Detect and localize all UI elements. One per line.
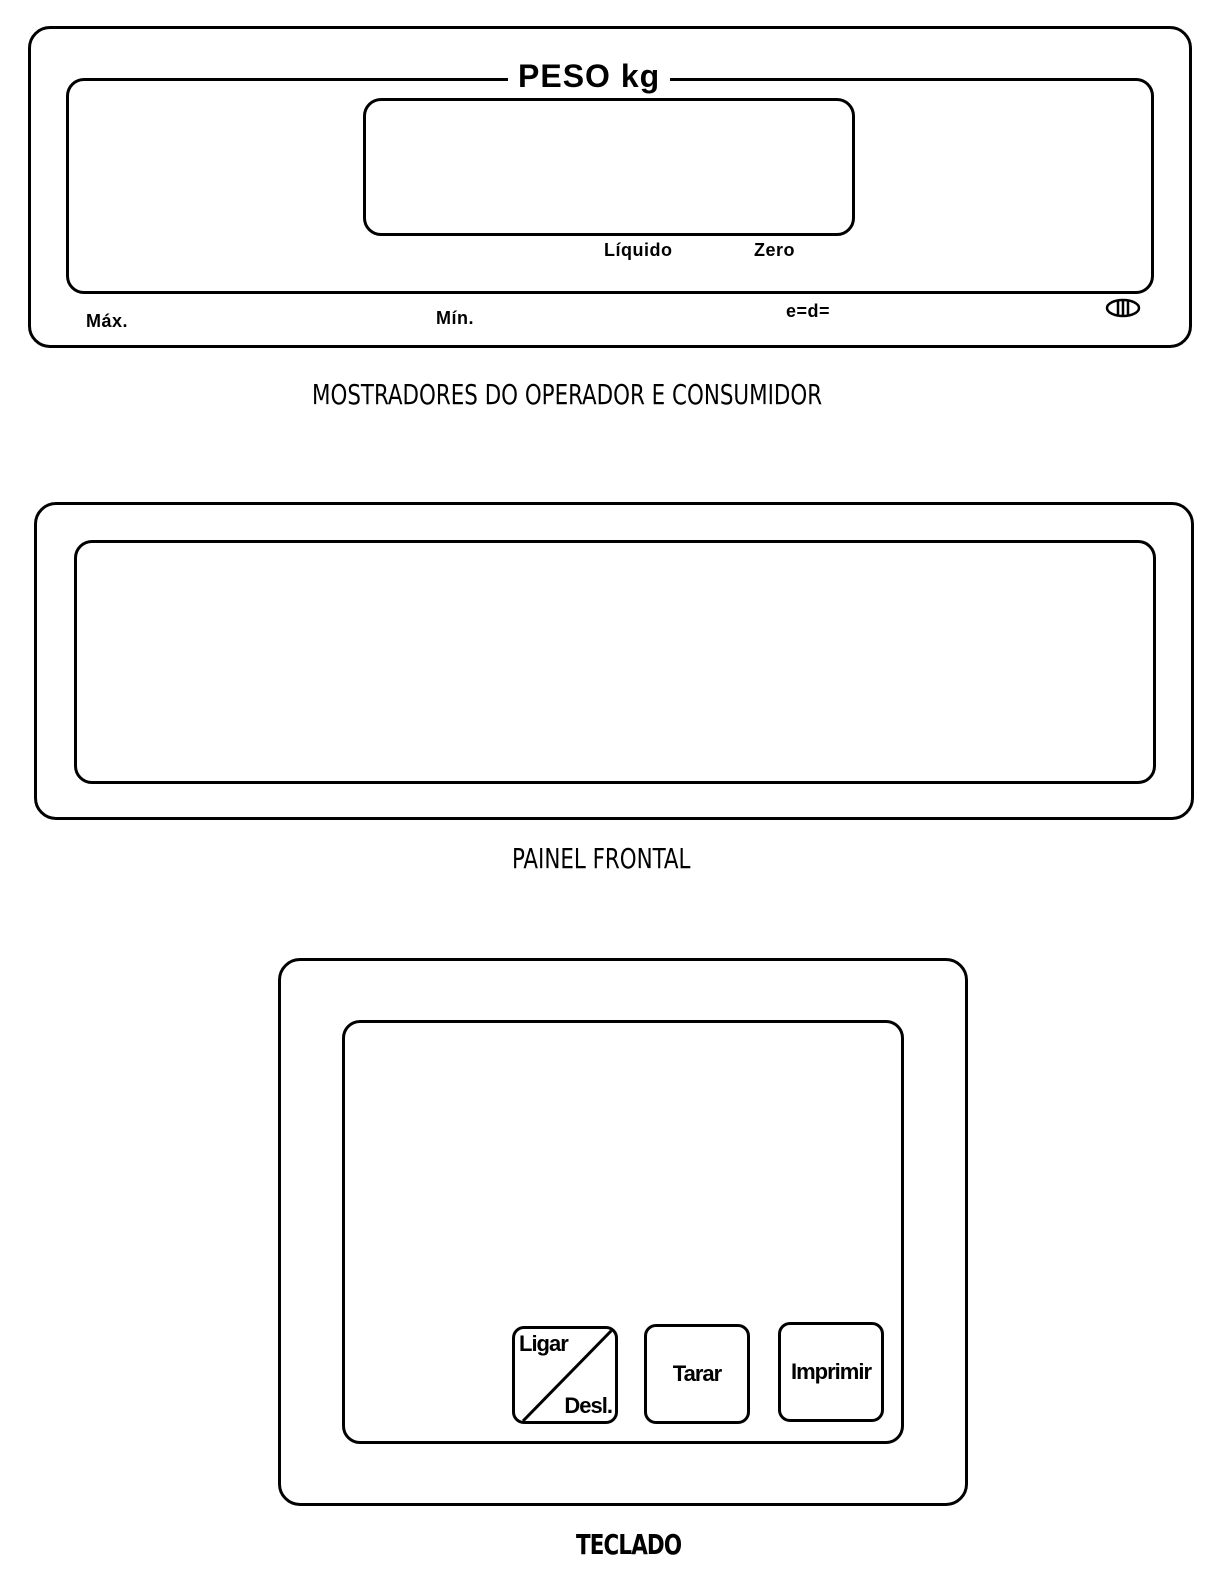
print-button[interactable]: Imprimir (778, 1322, 884, 1422)
display-outer-frame (28, 26, 1192, 348)
tare-label: Tarar (672, 1361, 722, 1386)
on-off-button[interactable]: Ligar Desl. (512, 1326, 618, 1424)
display-caption: MOSTRADORES DO OPERADOR E CONSUMIDOR (312, 378, 823, 411)
liquido-indicator-label: Líquido (604, 240, 673, 260)
diagonal-divider-icon (521, 1329, 615, 1421)
keyboard-outer-frame (278, 958, 968, 1506)
on-label: Ligar (519, 1331, 569, 1356)
tare-button[interactable]: Tarar (644, 1324, 750, 1424)
keyboard-inner-frame (342, 1020, 904, 1444)
keyboard-caption: TECLADO (576, 1528, 682, 1561)
weight-readout-window (363, 98, 855, 236)
off-label: Desl. (564, 1393, 613, 1418)
class-III-icon (1105, 298, 1141, 318)
max-capacity-label: Máx. (86, 311, 129, 331)
front-panel-caption: PAINEL FRONTAL (512, 842, 691, 875)
display-title: PESO kg (508, 58, 671, 95)
front-panel-inner-frame (74, 540, 1156, 784)
front-panel-outer-frame (34, 502, 1194, 820)
scale-interval-label: e=d= (786, 301, 831, 321)
min-capacity-label: Mín. (436, 308, 474, 328)
print-label: Imprimir (790, 1359, 872, 1384)
zero-indicator-label: Zero (754, 240, 796, 260)
